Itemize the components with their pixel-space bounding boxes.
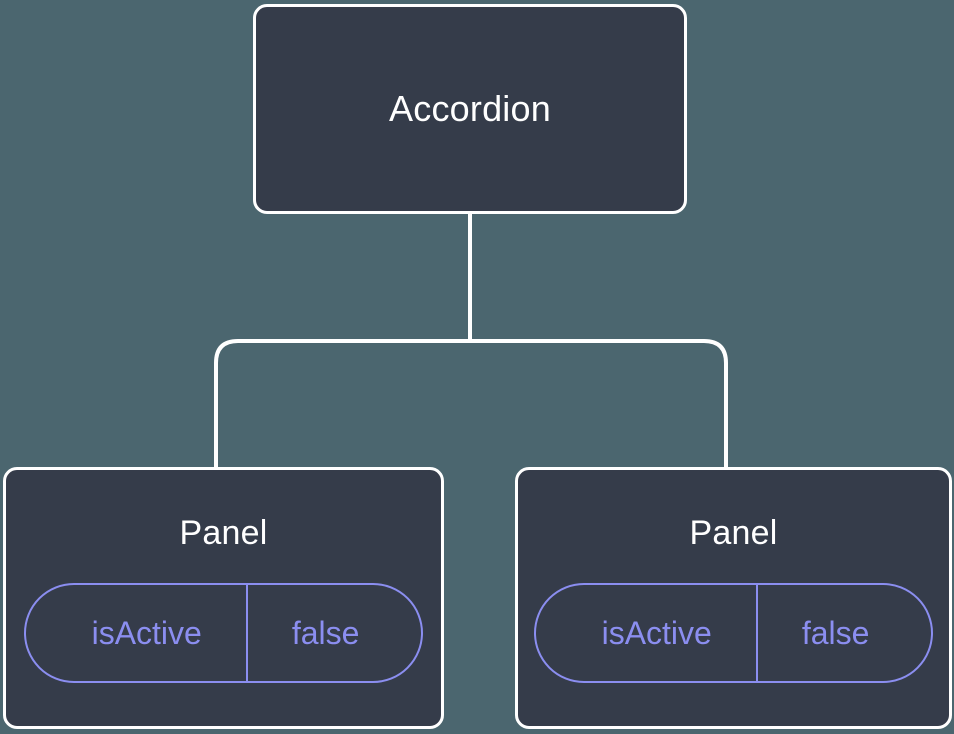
node-accordion[interactable]: Accordion [253,4,687,214]
prop-badge-isactive-1[interactable]: isActive false [23,583,424,683]
prop-badge-isactive-2[interactable]: isActive false [533,583,934,683]
edge-bus-to-left-panel [214,339,470,470]
node-accordion-label: Accordion [389,88,551,129]
prop-badge-key: isActive [91,615,202,651]
prop-badge-value: false [245,585,422,681]
node-panel-2-label: Panel [689,514,778,552]
node-panel-2[interactable]: Panel isActive false [515,467,952,729]
node-panel-1[interactable]: Panel isActive false [3,467,444,729]
edge-bus-to-right-panel [470,339,728,470]
prop-badge-key: isActive [601,615,712,651]
prop-badge-value: false [755,585,932,681]
node-panel-1-label: Panel [179,514,268,552]
